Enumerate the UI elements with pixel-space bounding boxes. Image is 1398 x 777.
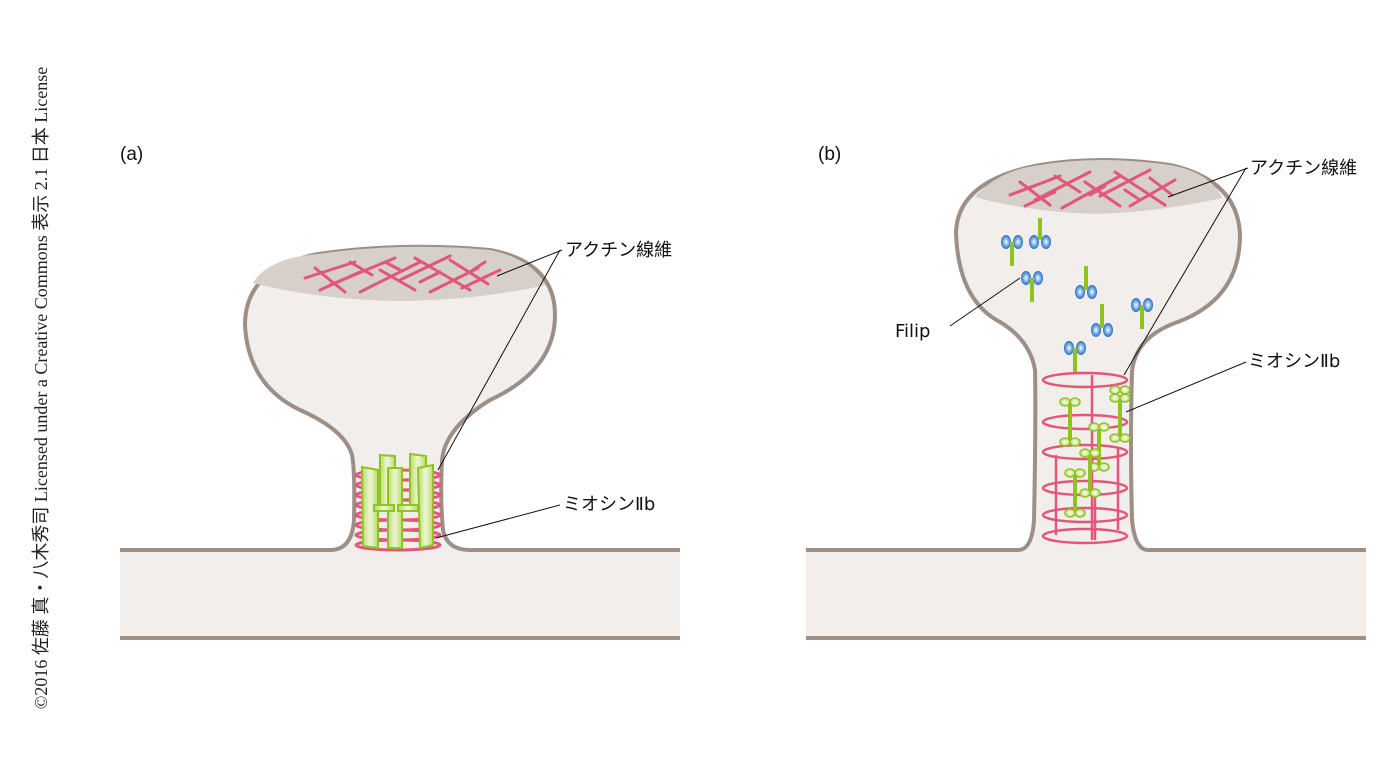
filip-molecule xyxy=(1075,266,1097,299)
dendrite-shaft xyxy=(120,550,680,638)
panel-a-label: (a) xyxy=(120,144,143,165)
actin-mesh xyxy=(303,254,502,294)
label-myosin-a: ミオシンⅡb xyxy=(563,494,655,515)
label-actin-a: アクチン線維 xyxy=(565,240,672,261)
actin-mesh xyxy=(1008,168,1177,210)
myosin-dumbbells xyxy=(1059,385,1131,518)
filip-molecules xyxy=(1001,218,1153,374)
myosin-dumbbell xyxy=(1059,397,1081,447)
myosin-dumbbell xyxy=(1109,385,1131,443)
myosin-dumbbell xyxy=(1079,448,1101,498)
actin-cage xyxy=(1041,371,1129,545)
filip-molecule xyxy=(1029,218,1051,249)
leader-lines-b xyxy=(949,167,1249,413)
leader-lines-a xyxy=(435,249,563,539)
label-filip: Filip xyxy=(895,321,930,342)
dendrite-shaft xyxy=(806,550,1366,638)
filip-molecule xyxy=(1001,235,1023,266)
label-myosin-b: ミオシンⅡb xyxy=(1248,351,1340,372)
filip-molecule xyxy=(1131,298,1153,329)
panel-b-label: (b) xyxy=(818,144,841,165)
filip-molecule xyxy=(1091,304,1113,337)
filip-molecule xyxy=(1021,271,1043,302)
filip-molecule xyxy=(1064,341,1086,374)
label-actin-b: アクチン線維 xyxy=(1250,158,1357,179)
panel-a: (a) xyxy=(120,144,680,640)
myosin-bundles xyxy=(360,452,434,550)
panel-b: (b) xyxy=(806,144,1366,640)
myosin-dumbbell xyxy=(1064,468,1086,518)
